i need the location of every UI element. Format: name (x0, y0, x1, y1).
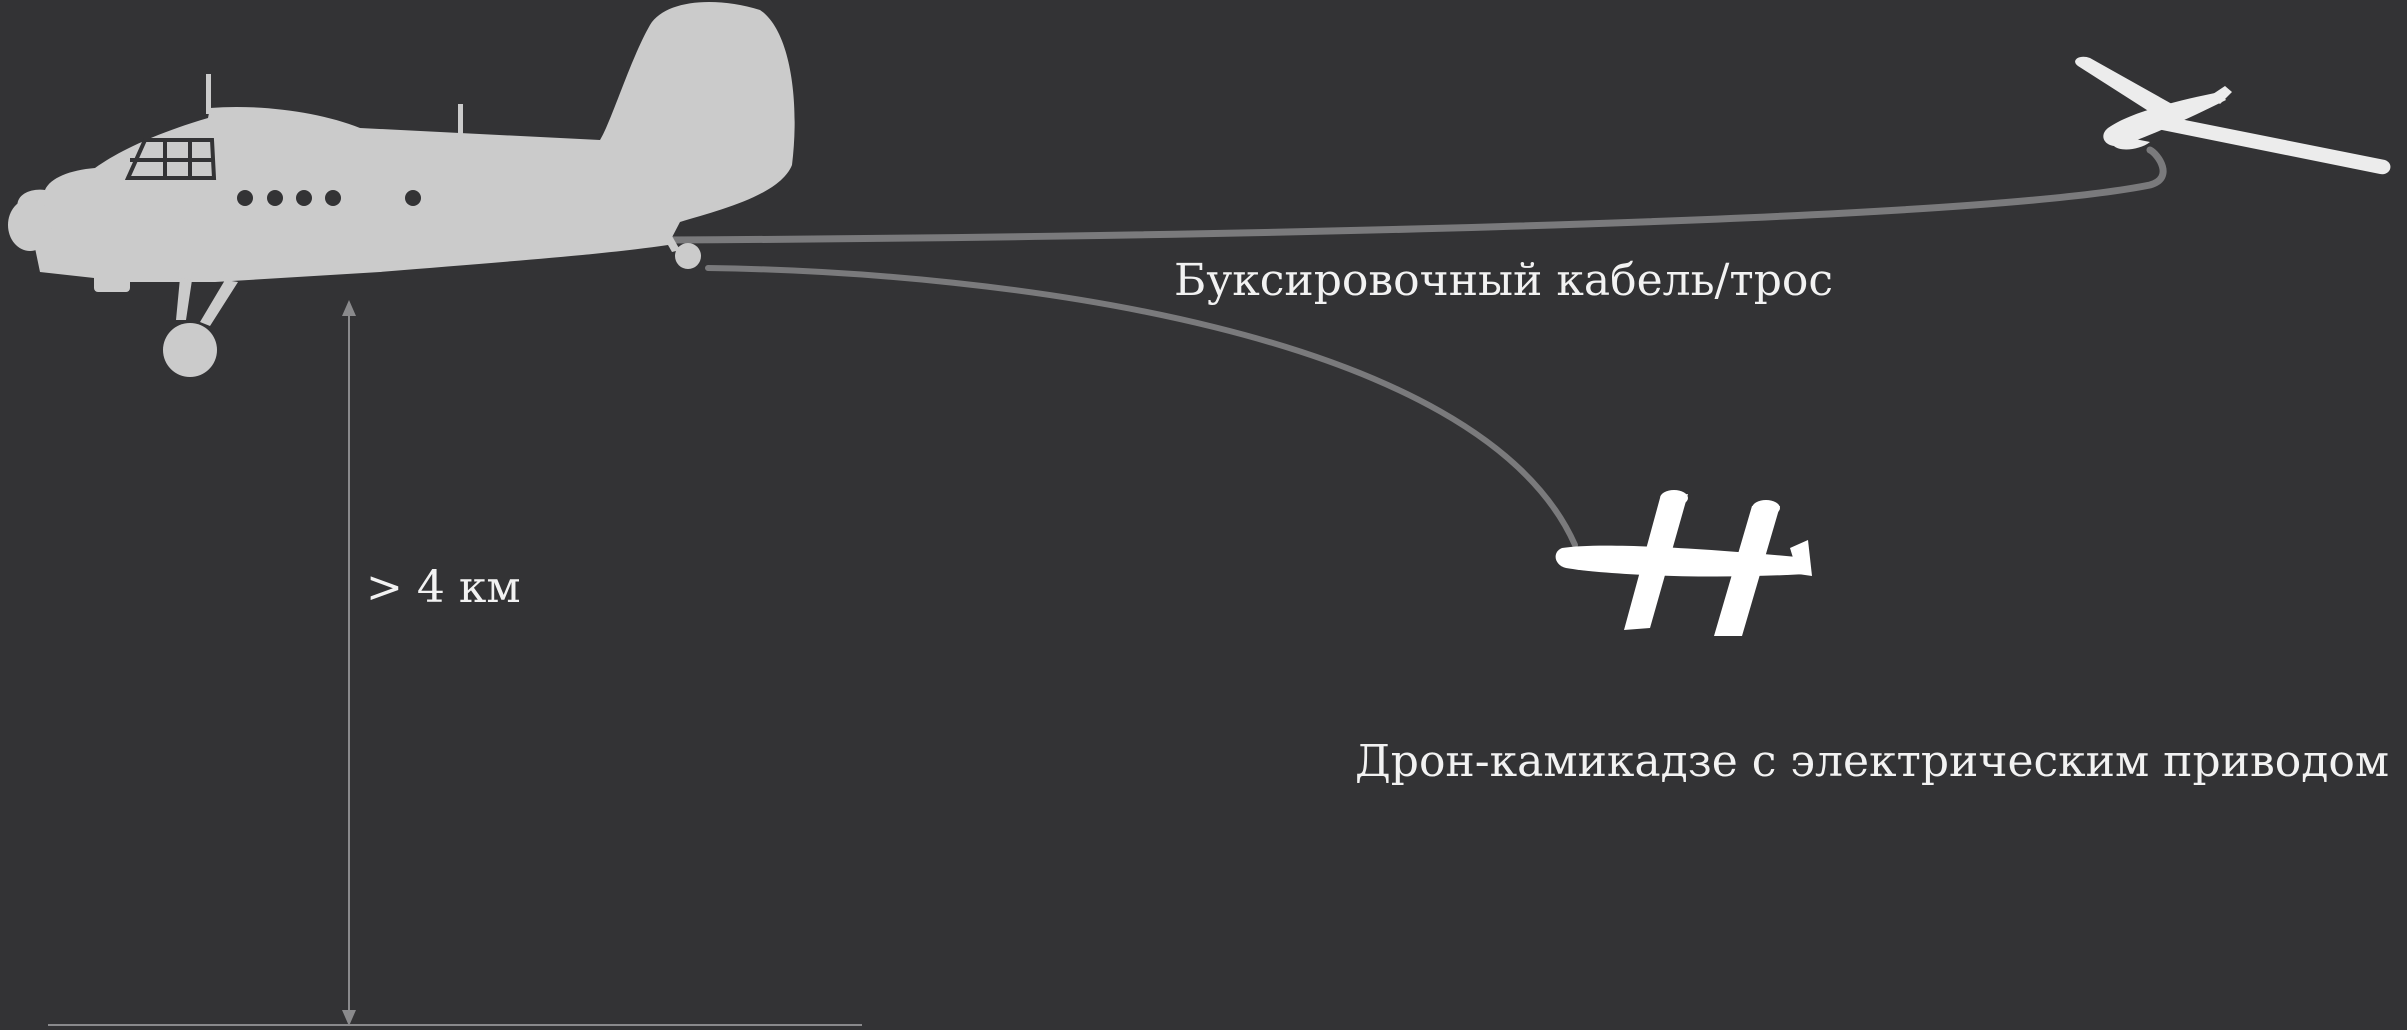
altitude-arrow (342, 300, 356, 1026)
tow-cable-lower (708, 268, 1575, 545)
tow-cable-upper (668, 150, 2163, 240)
cable-label: Буксировочный кабель/трос (1174, 259, 1833, 303)
glider-drone-icon (2075, 57, 2390, 175)
tandem-drone-icon (1556, 490, 1812, 636)
tow-aircraft-icon (8, 2, 795, 377)
altitude-label: > 4 км (366, 566, 521, 610)
drone-label: Дрон-камикадзе с электрическим приводом (1355, 740, 2389, 784)
